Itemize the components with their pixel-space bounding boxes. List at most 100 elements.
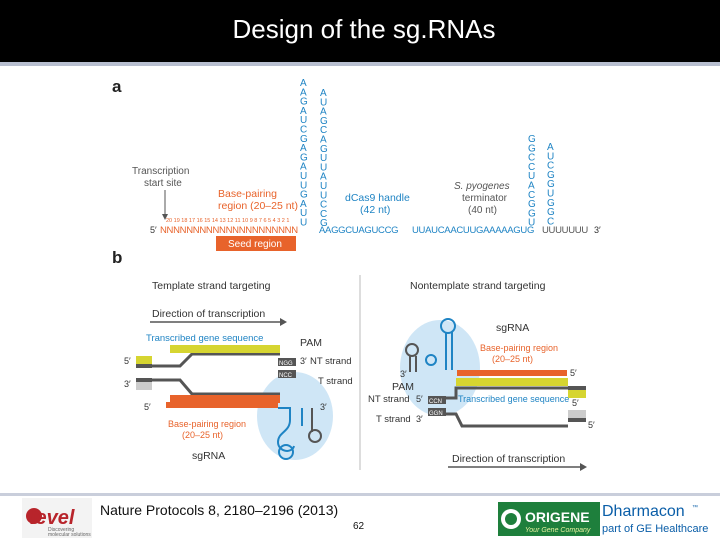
stem2-left-nt-5: A [528,181,535,192]
stem1-right-nt-7: U [320,153,327,164]
ncc-label: NCC [279,373,293,379]
svg-text:3′: 3′ [416,414,423,424]
stem2-left-nt-7: G [528,199,536,210]
pam-label-right: PAM [392,381,414,393]
dcas9-handle-label-1: dCas9 handle [345,192,410,204]
stem1-left-nt-5: C [300,125,307,136]
stem2-left-nt-8: G [528,208,536,219]
stem2-left-nt-4: U [528,171,535,182]
transcription-start-label-1: Transcription [132,166,189,177]
stem2-right-nt-4: G [547,179,555,190]
tail-sequence: UUUUUUU [542,225,588,236]
stem1-right-nt-5: A [320,135,327,146]
stem2-right-nt-6: G [547,198,555,209]
stem1-right-nt-8: U [320,162,327,173]
title-rule [0,62,720,66]
svg-text:level: level [30,507,75,529]
page-number: 62 [353,521,365,532]
level-logo: level Discovering molecular solutions [22,498,92,538]
handle-sequence: AAGGCUAGUCCG [319,225,398,236]
terminator-sequence: UUAUCAACUUGAAAAAGUG [412,225,534,236]
direction-arrow-left [280,318,287,326]
svg-text:5′: 5′ [572,398,579,408]
seed-region-label: Seed region [228,239,282,250]
transcribed-label-right: Transcribed gene sequence [458,394,569,404]
svg-text:5′: 5′ [416,394,423,404]
stem1-right-nt-2: A [320,107,327,118]
direction-arrow-right [580,463,587,471]
stem2-right-nt-7: G [547,207,555,218]
stem1-left-nt-9: A [300,162,307,173]
stem1-right-nt-4: C [320,125,327,136]
nontemplate-heading: Nontemplate strand targeting [410,280,546,292]
nt-strand-label-left: NT strand [310,356,352,367]
stem1-left-nt-14: U [300,208,307,219]
guide-sequence: NNNNNNNNNNNNNNNNNNNNN [160,225,298,236]
stem1-right-nt-0: A [320,88,327,99]
stem1-right-nt-6: G [320,144,328,155]
stem2-right-nt-1: U [547,151,554,162]
panel-b-label: b [112,248,122,267]
stem2-right-nt-2: C [547,161,554,172]
stem2-left-nt-9: U [528,218,535,229]
stem1-left-nt-4: U [300,115,307,126]
cas9-blob-right [400,320,480,416]
five-prime-end: 5′ [150,225,157,235]
level-mark-icon [26,508,42,524]
nt-strand-left [152,352,280,368]
title-bar [0,0,720,62]
stem1-left-nt-1: A [300,87,307,98]
stem1-left-nt-13: A [300,199,307,210]
ggn-label: GGN [429,411,443,417]
stem1-left-nt-6: G [300,134,308,145]
t-strand-label-left: T strand [318,376,353,387]
t-strand-right [446,412,568,428]
dcas9-handle-label-2: (42 nt) [360,204,390,216]
stem2-left-nt-3: C [528,162,535,173]
svg-text:3′: 3′ [124,379,131,389]
base-pairing-right-2: (20–25 nt) [492,354,533,364]
stem2-left-nt-1: G [528,143,536,154]
slide-title: Design of the sg.RNAs [232,14,496,44]
direction-label-left: Direction of transcription [152,308,265,320]
pam-label-left: PAM [300,337,322,349]
sgrna-label-left: sgRNA [192,450,225,462]
start-site-arrowhead [162,214,168,220]
stem2-right-nt-8: C [547,216,554,227]
svg-text:5′: 5′ [144,402,151,412]
svg-text:3′: 3′ [300,356,307,366]
svg-text:Discovering: Discovering [48,527,74,533]
stem2-left-nt-6: C [528,190,535,201]
citation-text: Nature Protocols 8, 2180–2196 (2013) [100,502,339,518]
svg-text:ORIGENE: ORIGENE [525,509,590,525]
stem1-left-nt-3: A [300,106,307,117]
svg-text:part of GE Healthcare: part of GE Healthcare [602,523,708,535]
nt-strand-right [446,386,568,400]
stem1-right-nt-11: U [320,190,327,201]
three-prime-end: 3′ [594,225,601,235]
svg-text:Dharmacon: Dharmacon [602,503,685,520]
transcribed-label-left: Transcribed gene sequence [146,333,263,344]
stem1-left-nt-8: G [300,152,308,163]
svg-text:Your Gene Company: Your Gene Company [525,527,591,534]
stem1-right-nt-10: U [320,181,327,192]
stem1-right-nt-12: C [320,200,327,211]
svg-text:™: ™ [692,504,698,511]
origene-logo: ORIGENE Your Gene Company [498,502,600,536]
base-pairing-left-2: (20–25 nt) [182,430,223,440]
transcription-start-label-2: start site [144,178,182,189]
terminator-label-2: terminator [462,193,508,204]
svg-text:5′: 5′ [570,368,577,378]
svg-text:3′: 3′ [400,369,407,379]
svg-text:molecular solutions: molecular solutions [48,532,91,538]
stem2-left-nt-0: G [528,134,536,145]
nt-strand-label-right: NT strand [368,394,410,405]
base-pairing-left-1: Base-pairing region [168,419,246,429]
sgrna-label-right: sgRNA [496,322,529,334]
base-pairing-label-2: region (20–25 nt) [218,200,298,212]
stem2-right-nt-5: U [547,189,554,200]
